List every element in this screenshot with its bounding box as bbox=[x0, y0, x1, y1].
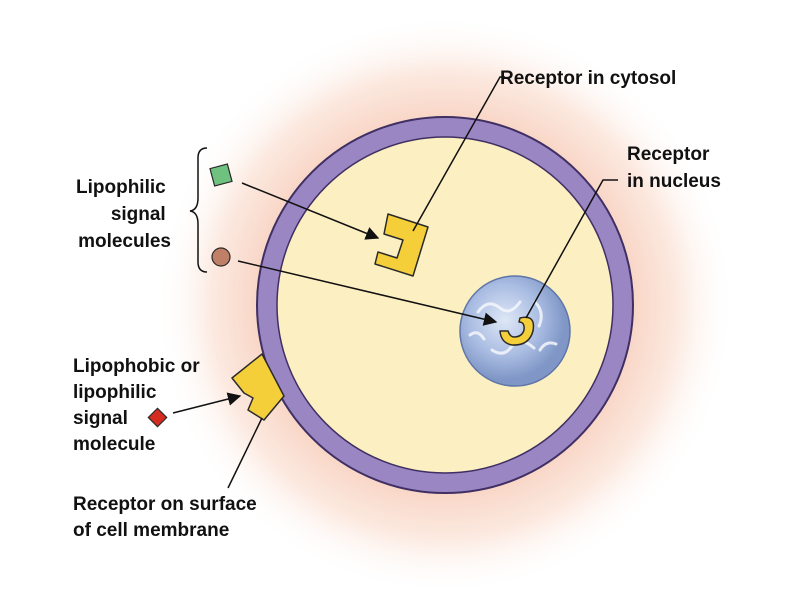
label-lipophobic-molecule: Lipophobic or lipophilic signal molecule bbox=[73, 356, 205, 455]
arrow-green-to-cytosol-receptor bbox=[241, 182, 380, 240]
cytoplasm bbox=[276, 136, 614, 474]
arrow-brown-to-nucleus-receptor bbox=[237, 260, 498, 326]
leader-nucleus bbox=[525, 179, 618, 319]
brown-molecule-icon bbox=[211, 247, 231, 267]
leader-surface bbox=[227, 417, 263, 489]
leader-cytosol bbox=[412, 76, 505, 232]
nucleus-receptor-icon bbox=[499, 316, 535, 346]
nucleus bbox=[459, 275, 571, 387]
lipophilic-brace bbox=[189, 147, 208, 273]
cytosol-receptor-icon bbox=[374, 213, 429, 277]
label-receptor-nucleus: Receptor in nucleus bbox=[627, 144, 721, 192]
green-molecule-icon bbox=[209, 163, 233, 187]
red-molecule-icon bbox=[147, 407, 168, 428]
label-receptor-cytosol: Receptor in cytosol bbox=[500, 68, 676, 89]
label-receptor-surface: Receptor on surface of cell membrane bbox=[73, 494, 262, 541]
arrow-red-to-surface-receptor bbox=[172, 392, 242, 414]
surface-receptor-icon bbox=[231, 353, 285, 421]
label-lipophilic-molecules: Lipophilic signal molecules bbox=[76, 177, 171, 252]
